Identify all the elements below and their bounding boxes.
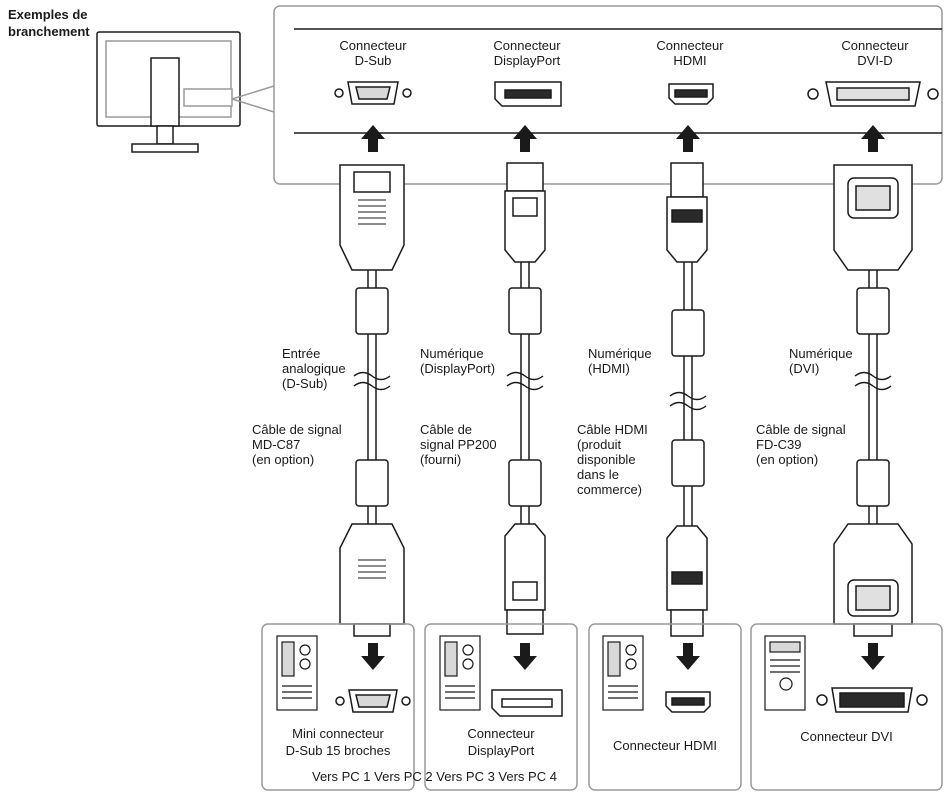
connector-label: D-Sub bbox=[354, 53, 392, 68]
pc-boxes bbox=[261, 623, 943, 791]
signal-label-displayport: Numérique (DisplayPort) bbox=[420, 346, 496, 376]
down-arrow-icon bbox=[861, 643, 885, 670]
cable-label-dvi: Câble de signal FD-C39 (en option) bbox=[756, 422, 846, 467]
pc-tower-icon bbox=[276, 635, 318, 711]
monitor-connector-dsub: Connecteur D-Sub bbox=[303, 38, 443, 68]
pc-dvi-port-icon bbox=[816, 687, 928, 713]
pc-connector-label-dvi: Connecteur DVI bbox=[800, 729, 893, 744]
dvi-port-icon bbox=[807, 81, 939, 107]
pc-dsub-port-icon bbox=[335, 689, 411, 713]
connector-label: HDMI bbox=[673, 53, 707, 68]
pc-hdmi-port-icon bbox=[665, 691, 711, 713]
cable-label-displayport: Câble de signal PP200 (fourni) bbox=[420, 422, 497, 467]
pc-connector-label-hdmi: Connecteur HDMI bbox=[612, 738, 718, 753]
up-arrow-icon bbox=[861, 125, 885, 152]
signal-label-hdmi: Numérique (HDMI) bbox=[588, 346, 652, 376]
down-arrow-icon bbox=[361, 643, 385, 670]
pc-connector-label-displayport: Connecteur DisplayPort bbox=[467, 726, 535, 758]
pc-box-1 bbox=[261, 623, 415, 791]
up-arrows bbox=[361, 125, 885, 152]
monitor-icon bbox=[96, 31, 275, 153]
down-arrow-icon bbox=[676, 643, 700, 670]
monitor-panel-box bbox=[273, 5, 943, 185]
monitor-connector-displayport: Connecteur DisplayPort bbox=[457, 38, 597, 68]
pc-tower-icon bbox=[764, 635, 806, 711]
monitor-connector-dvi: Connecteur DVI-D bbox=[805, 38, 945, 68]
signal-label-dvi: Numérique (DVI) bbox=[789, 346, 853, 376]
cable-hdmi bbox=[666, 162, 708, 637]
up-arrow-icon bbox=[513, 125, 537, 152]
down-arrow-icon bbox=[513, 643, 537, 670]
monitor-connector-hdmi: Connecteur HDMI bbox=[620, 38, 760, 68]
diagram-title: Exemples de branchement bbox=[8, 7, 90, 39]
pc-box-3 bbox=[588, 623, 742, 791]
hdmi-port-icon bbox=[668, 83, 714, 105]
pc-tower-icon bbox=[439, 635, 481, 711]
connector-label: DVI-D bbox=[857, 53, 893, 68]
cable-label-hdmi: Câble HDMI (produit disponible dans le c… bbox=[577, 422, 648, 497]
connector-label: DisplayPort bbox=[493, 53, 561, 68]
down-arrows bbox=[361, 643, 885, 670]
dsub-port-icon bbox=[334, 81, 412, 105]
connector-label: Connecteur bbox=[841, 38, 909, 53]
cable-dvi bbox=[833, 164, 913, 637]
cable-break-marks bbox=[353, 371, 892, 411]
displayport-port-icon bbox=[494, 81, 562, 107]
pc-tower-icon bbox=[602, 635, 644, 711]
connector-label: Connecteur bbox=[656, 38, 724, 53]
cable-dsub bbox=[339, 164, 405, 637]
pc-box-4 bbox=[750, 623, 943, 791]
pc-destination-labels: Vers PC 1 Vers PC 2 Vers PC 3 Vers PC 4 bbox=[312, 769, 557, 784]
connector-label: Connecteur bbox=[339, 38, 407, 53]
cable-label-dsub: Câble de signal MD-C87 (en option) bbox=[252, 422, 342, 467]
connector-label: Connecteur bbox=[493, 38, 561, 53]
up-arrow-icon bbox=[361, 125, 385, 152]
up-arrow-icon bbox=[676, 125, 700, 152]
signal-label-dsub: Entrée analogique (D-Sub) bbox=[282, 346, 346, 391]
pc-displayport-port-icon bbox=[491, 689, 563, 717]
pc-box-2 bbox=[424, 623, 578, 791]
cable-displayport bbox=[504, 162, 546, 635]
pc-connector-label-dsub: Mini connecteur D-Sub 15 broches bbox=[285, 726, 391, 758]
